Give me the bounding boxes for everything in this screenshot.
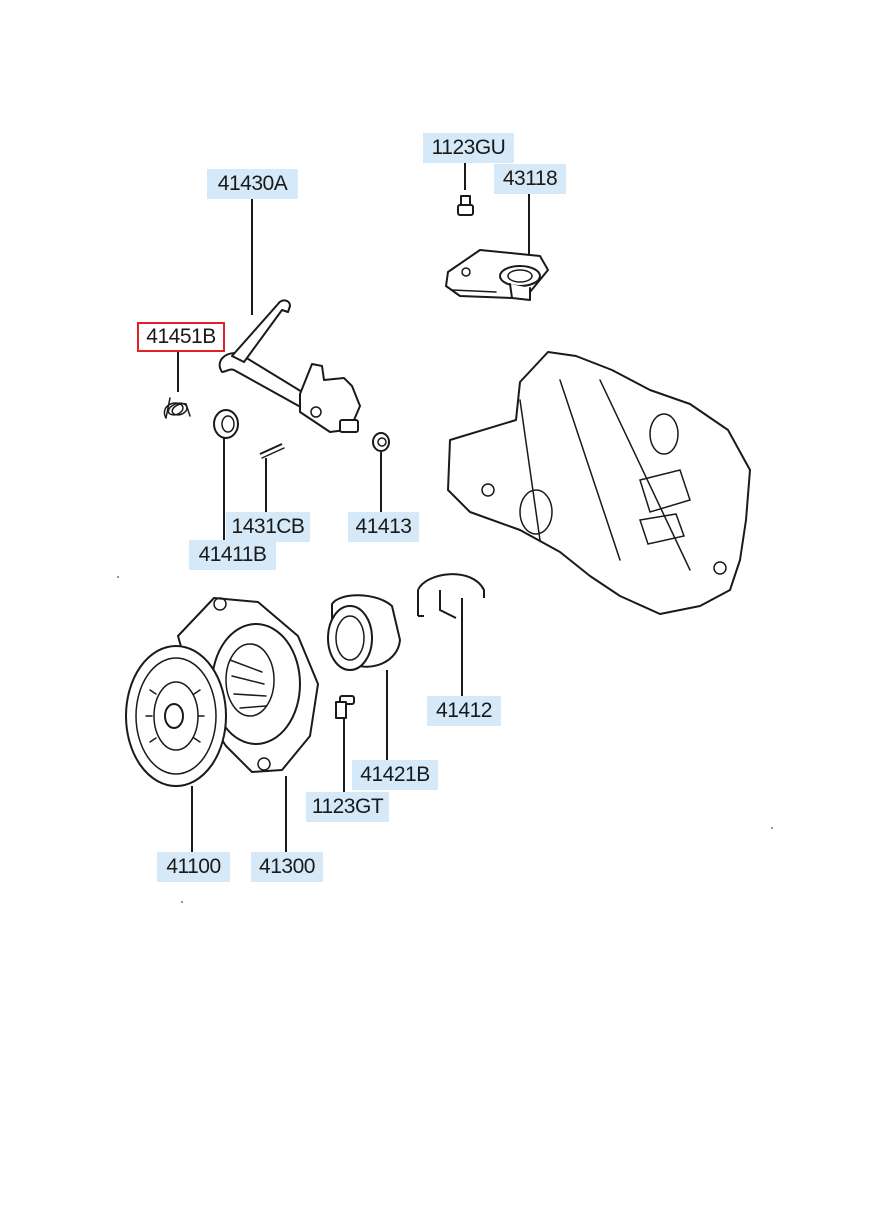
scan-dot	[771, 827, 773, 829]
scan-dot	[117, 576, 119, 578]
leader-lines	[177, 162, 530, 852]
callout-41100[interactable]: 41100	[157, 852, 230, 882]
callout-41421B[interactable]: 41421B	[352, 760, 438, 790]
callout-41451B-selected[interactable]: 41451B	[137, 322, 225, 352]
pin-1431CB-drawing	[259, 443, 285, 459]
clip-41412-drawing	[417, 573, 485, 626]
callout-41413[interactable]: 41413	[348, 512, 419, 542]
callout-1123GU[interactable]: 1123GU	[423, 133, 514, 163]
bushing-41413-drawing	[372, 432, 390, 452]
bushing-41411B-drawing	[213, 409, 239, 439]
callout-41411B[interactable]: 41411B	[189, 540, 276, 570]
callout-41430A[interactable]: 41430A	[207, 169, 298, 199]
bolt-1123GT-drawing	[335, 695, 355, 719]
scan-dot	[181, 901, 183, 903]
spring-41451B-drawing	[163, 397, 191, 419]
callout-1123GT[interactable]: 1123GT	[306, 792, 389, 822]
callout-41412[interactable]: 41412	[427, 696, 501, 726]
transaxle-housing-drawing	[447, 351, 751, 615]
release-bearing-41421B-drawing	[327, 594, 401, 671]
callout-43118[interactable]: 43118	[494, 164, 566, 194]
callout-41300[interactable]: 41300	[251, 852, 323, 882]
callout-1431CB[interactable]: 1431CB	[226, 512, 310, 542]
bolt-1123GU-drawing	[457, 195, 474, 216]
bracket-43118-drawing	[445, 249, 549, 301]
fork-shaft-41430A-drawing	[218, 299, 361, 433]
clutch-disc-41100-drawing	[125, 645, 227, 787]
